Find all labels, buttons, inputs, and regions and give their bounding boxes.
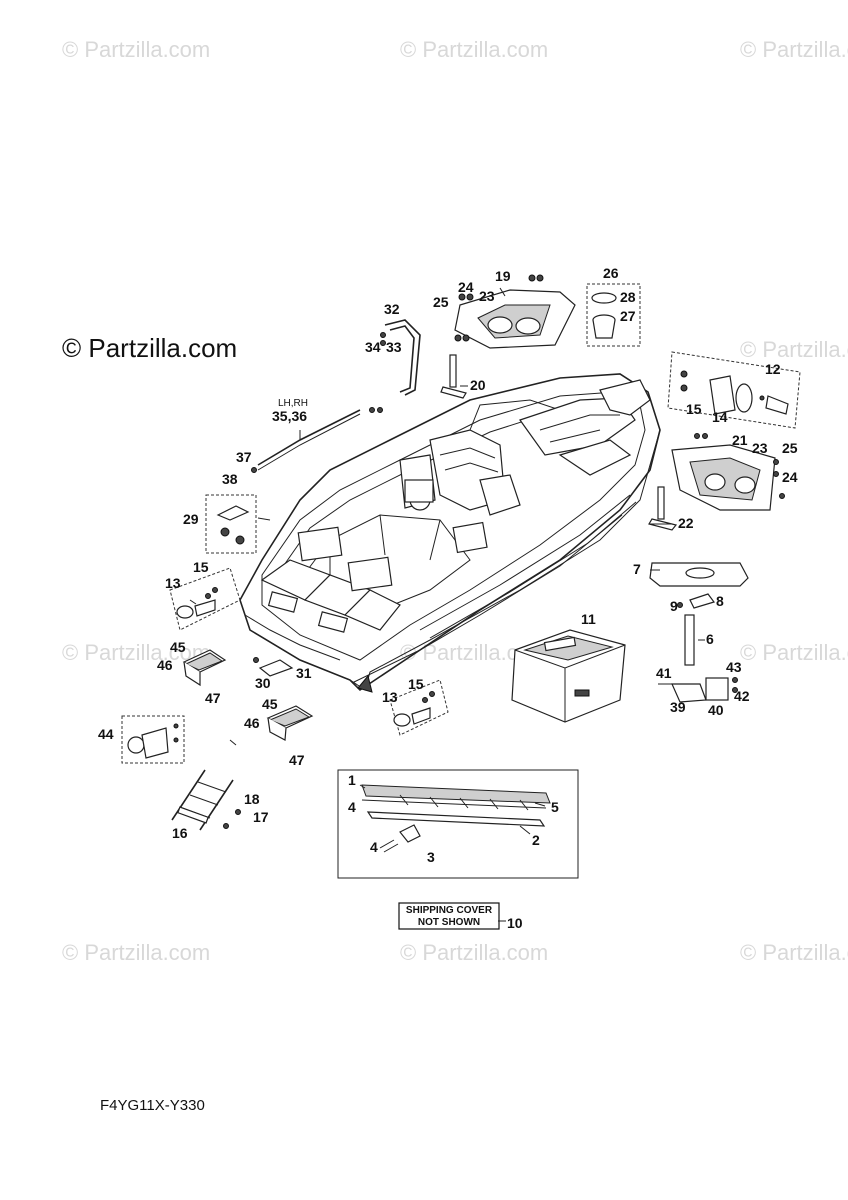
watermark-text: © Partzilla.com (740, 337, 848, 362)
rub-rail-box (337, 769, 579, 879)
callout-40: 40 (708, 702, 724, 718)
part-21-lid (671, 433, 785, 511)
callout-45: 45 (170, 639, 186, 655)
callout-15: 15 (193, 559, 209, 575)
callout-15: 15 (686, 401, 702, 417)
callout-4: 4 (348, 799, 356, 815)
callout-12: 12 (765, 361, 781, 377)
callout-10: 10 (507, 915, 523, 931)
callout-26: 26 (603, 265, 619, 281)
callout-47: 47 (205, 690, 221, 706)
shipping-cover-note: SHIPPING COVER NOT SHOWN (398, 902, 500, 930)
note-line-1: SHIPPING COVER (406, 905, 493, 916)
callout-25: 25 (433, 294, 449, 310)
callout-28: 28 (620, 289, 636, 305)
part-44-light (121, 715, 185, 764)
watermark-text: © Partzilla.com (62, 37, 210, 62)
callout-18: 18 (244, 791, 260, 807)
note-line-2: NOT SHOWN (418, 917, 480, 928)
callout-24: 24 (458, 279, 474, 295)
part-16-ladder (171, 769, 241, 831)
callout-41: 41 (656, 665, 672, 681)
diagram-code: F4YG11X-Y330 (100, 1097, 205, 1114)
callout-38: 38 (222, 471, 238, 487)
callout-5: 5 (551, 799, 559, 815)
part-19-lid (454, 274, 576, 349)
callout-numbers: 1 2 3 4 4 5 6 7 8 9 10 11 12 13 13 14 15… (98, 265, 798, 931)
callout-14: 14 (712, 409, 728, 425)
part-11-cooler (511, 629, 626, 723)
callout-6: 6 (706, 631, 714, 647)
watermark-text: © Partzilla.com (740, 640, 848, 665)
part-20-plug (440, 354, 467, 399)
callout-23: 23 (752, 440, 768, 456)
part-12-latch (667, 351, 801, 429)
callout-17: 17 (253, 809, 269, 825)
part-39-42-mount (658, 677, 738, 703)
callout-37: 37 (236, 449, 252, 465)
watermark-text: © Partzilla.com (740, 37, 848, 62)
callout-8: 8 (716, 593, 724, 609)
callout-47: 47 (289, 752, 305, 768)
callout-24: 24 (782, 469, 798, 485)
callout-34: 34 (365, 339, 381, 355)
callout-46: 46 (157, 657, 173, 673)
callout-43: 43 (726, 659, 742, 675)
callout-39: 39 (670, 699, 686, 715)
callout-4: 4 (370, 839, 378, 855)
callout-27: 27 (620, 308, 636, 324)
part-32-handle (380, 319, 421, 396)
callout-33: 33 (386, 339, 402, 355)
part-29-cleat (205, 494, 257, 554)
callout-11: 11 (581, 611, 596, 627)
callout-15: 15 (408, 676, 424, 692)
part-7-cover (649, 562, 749, 587)
callout-3: 3 (427, 849, 435, 865)
callout-25-right: 25 (782, 440, 798, 456)
part-45-step (182, 649, 227, 687)
watermark-text: © Partzilla.com (62, 940, 210, 965)
watermark-text: © Partzilla.com (400, 37, 548, 62)
part-13-hinge (169, 567, 241, 631)
part-8-knob (677, 593, 715, 609)
callout-13: 13 (382, 689, 398, 705)
part-45-step-2 (266, 705, 314, 741)
callout-20: 20 (470, 377, 486, 393)
callout-35-36: 35,36 (272, 408, 307, 424)
part-13-hinge-2 (389, 679, 449, 736)
side-note: LH,RH (278, 398, 308, 409)
part-6-pole (684, 614, 695, 666)
part-26-cupholder (586, 283, 641, 347)
callout-42: 42 (734, 688, 750, 704)
leader-lines (189, 287, 705, 922)
callout-9: 9 (670, 598, 678, 614)
callout-30: 30 (255, 675, 271, 691)
partzilla-logo: © Partzilla.com (62, 333, 237, 363)
callout-46: 46 (244, 715, 260, 731)
callout-21: 21 (732, 432, 748, 448)
callout-44: 44 (98, 726, 114, 742)
watermark-text: © Partzilla.com (400, 940, 548, 965)
callout-23: 23 (479, 288, 495, 304)
watermark-text: © Partzilla.com (740, 940, 848, 965)
callout-29: 29 (183, 511, 199, 527)
callout-45: 45 (262, 696, 278, 712)
callout-22: 22 (678, 515, 694, 531)
callout-16: 16 (172, 825, 188, 841)
part-30-bracket (253, 657, 294, 677)
callout-19: 19 (495, 268, 511, 284)
callout-13: 13 (165, 575, 181, 591)
boat-hull (239, 373, 661, 693)
callout-32: 32 (384, 301, 400, 317)
callout-31: 31 (296, 665, 312, 681)
callout-7: 7 (633, 561, 641, 577)
callout-2: 2 (532, 832, 540, 848)
callout-1: 1 (348, 772, 356, 788)
